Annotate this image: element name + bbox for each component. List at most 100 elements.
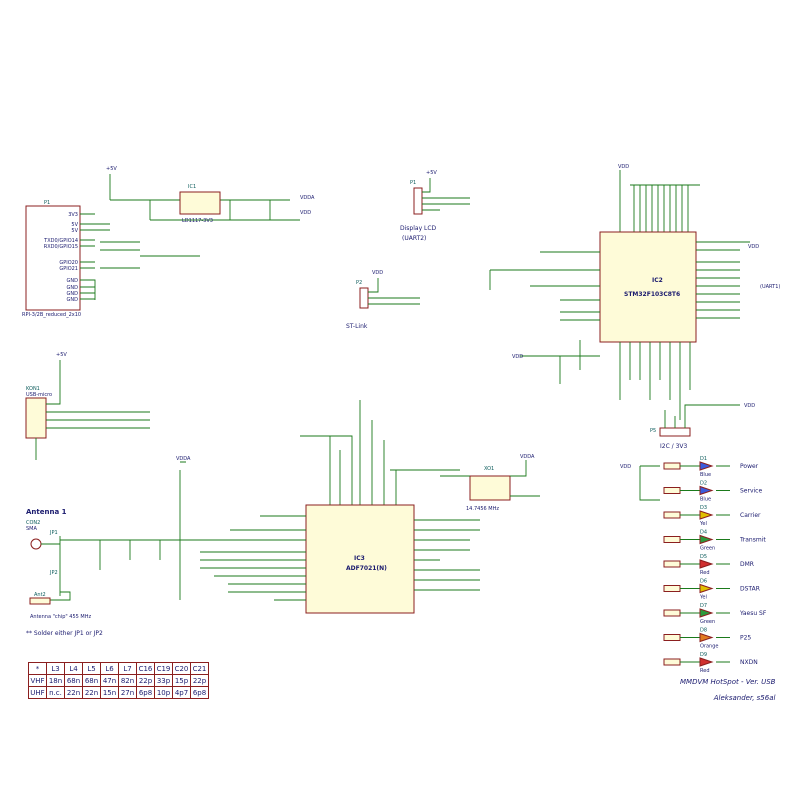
sma-label: SMA	[26, 526, 37, 532]
stlink-p2-ref: P2	[356, 280, 362, 286]
component-table-cell: n.c.	[46, 686, 65, 699]
led-ref: D9	[700, 652, 707, 658]
p1-pin-label: 5V	[71, 222, 78, 228]
led-label: DMR	[740, 561, 754, 568]
component-table-cell: 47n	[100, 674, 119, 687]
led-label: P25	[740, 635, 751, 642]
component-table-header-cell: C19	[154, 662, 173, 675]
led-diode-icon	[699, 608, 714, 618]
led-color: Yel	[699, 521, 707, 527]
component-table-cell: 68n	[64, 674, 83, 687]
led-label: Carrier	[740, 512, 761, 519]
ic2-body	[599, 231, 697, 343]
sheet-author: Aleksander, s56al	[713, 694, 776, 702]
led-diode-icon	[699, 632, 714, 643]
p1-ref: P1	[44, 200, 50, 206]
led-diode-icon	[699, 559, 714, 569]
p1-pin-label: GPIO21	[59, 266, 78, 272]
component-table-header-cell: C20	[172, 662, 191, 675]
ic2-ref: IC2	[652, 277, 663, 284]
p1-subtitle: RPI-3/2B_reduced_2x10	[22, 312, 81, 318]
xo1-block: XO1 14.7456 MHz VDDA	[440, 454, 540, 512]
component-table-cell: 22n	[64, 686, 83, 699]
led-resistor	[663, 462, 681, 470]
title-block: MMDVM HotSpot - Ver. USB Aleksander, s56…	[680, 678, 775, 710]
jp2-ref: JP2	[49, 570, 58, 576]
led-indicator-column: VDD D1BluePowerD2BlueServiceD3YelCarrier…	[620, 456, 767, 674]
ic1-name: LD1117-3V3	[182, 218, 213, 224]
p1-pin-label: GND	[67, 291, 79, 297]
component-table-cell: 15p	[172, 674, 191, 687]
led-color: Blue	[700, 472, 711, 478]
led-ref: D5	[700, 554, 707, 560]
sma-symbol	[30, 538, 42, 550]
vdd-label-1: VDD	[300, 210, 311, 216]
p1-pin-label: TXD0/GPIO14	[43, 238, 78, 244]
led-ref: D3	[700, 505, 707, 511]
component-table-cell: 10p	[154, 686, 173, 699]
led-diode-icon	[699, 510, 714, 520]
led-label: DSTAR	[740, 586, 760, 593]
component-table-cell: 82n	[118, 674, 137, 687]
led-color: Red	[700, 570, 710, 576]
antenna1-title: Antenna 1	[26, 508, 67, 516]
i2c-p5-ref: P5	[650, 428, 656, 434]
component-table-header-cell: *	[28, 662, 47, 675]
led-color: Red	[700, 668, 710, 674]
led-diode-icon	[699, 657, 714, 667]
led-resistor	[663, 536, 681, 543]
uart1-label: (UART1)	[760, 284, 780, 290]
p1-pin-label: 3V3	[68, 212, 78, 218]
sheet-title: MMDVM HotSpot - Ver. USB	[680, 678, 776, 686]
component-table-cell: 27n	[118, 686, 137, 699]
led-resistor	[663, 658, 681, 666]
chip-antenna-label: Antenna "chip" 455 MHz	[30, 614, 91, 620]
ic3-body	[305, 504, 415, 614]
ic3-ref: IC3	[354, 555, 365, 562]
led-ref: D1	[700, 456, 707, 462]
stlink-connector: P2 ST-Link VDD	[346, 270, 420, 330]
plus5v-label-2: +5V	[426, 170, 437, 176]
jp1-ref: JP1	[49, 530, 58, 536]
component-table-header-cell: L3	[46, 662, 65, 675]
led-ref: D6	[700, 579, 707, 585]
led-resistor	[663, 487, 681, 494]
vdda-label-3: VDDA	[176, 456, 191, 462]
i2c-connector: P5 I2C / 3V3 VDD	[650, 403, 755, 450]
component-table-header-cell: L6	[100, 662, 119, 675]
ic3-name: ADF7021(N)	[346, 565, 387, 572]
kon1-ref: KON1	[26, 386, 40, 392]
vdd-label-7: VDD	[620, 464, 631, 470]
usb-connector: KON1 USB-micro +5V	[25, 352, 150, 460]
component-table-header-cell: L7	[118, 662, 137, 675]
adf7021-block: IC3 ADF7021(N)	[180, 400, 480, 614]
component-table-cell: 22n	[82, 686, 101, 699]
rpi-connector: P1 RPI-3/2B_reduced_2x10 3V35V5VTXD0/GPI…	[22, 200, 110, 318]
p1-pin-label: GPIO20	[59, 260, 78, 266]
led-color: Blue	[700, 497, 711, 503]
led-label: Service	[740, 488, 762, 495]
led-resistor	[663, 511, 681, 519]
plus5v-label-3: +5V	[56, 352, 67, 358]
p1-pin-label: GND	[67, 285, 79, 291]
vdd-label-4: VDD	[618, 164, 629, 170]
led-color: Green	[700, 619, 715, 625]
component-table-header-cell: L4	[64, 662, 83, 675]
component-table-cell: 22p	[136, 674, 155, 687]
led-color: Orange	[700, 644, 718, 650]
component-table-cell: 22p	[190, 674, 209, 687]
vdda-label-1: VDDA	[300, 195, 315, 201]
component-table-cell: 15n	[100, 686, 119, 699]
ic2-name: STM32F103C8T6	[624, 291, 680, 298]
led-resistor	[663, 609, 681, 617]
led-color: Green	[700, 546, 715, 552]
component-table-cell: VHF	[28, 674, 47, 687]
xo1-name: 14.7456 MHz	[466, 506, 499, 512]
led-diode-icon	[699, 583, 714, 594]
component-table-cell: UHF	[28, 686, 47, 699]
led-ref: D7	[700, 603, 707, 609]
stlink-title: ST-Link	[346, 323, 368, 330]
